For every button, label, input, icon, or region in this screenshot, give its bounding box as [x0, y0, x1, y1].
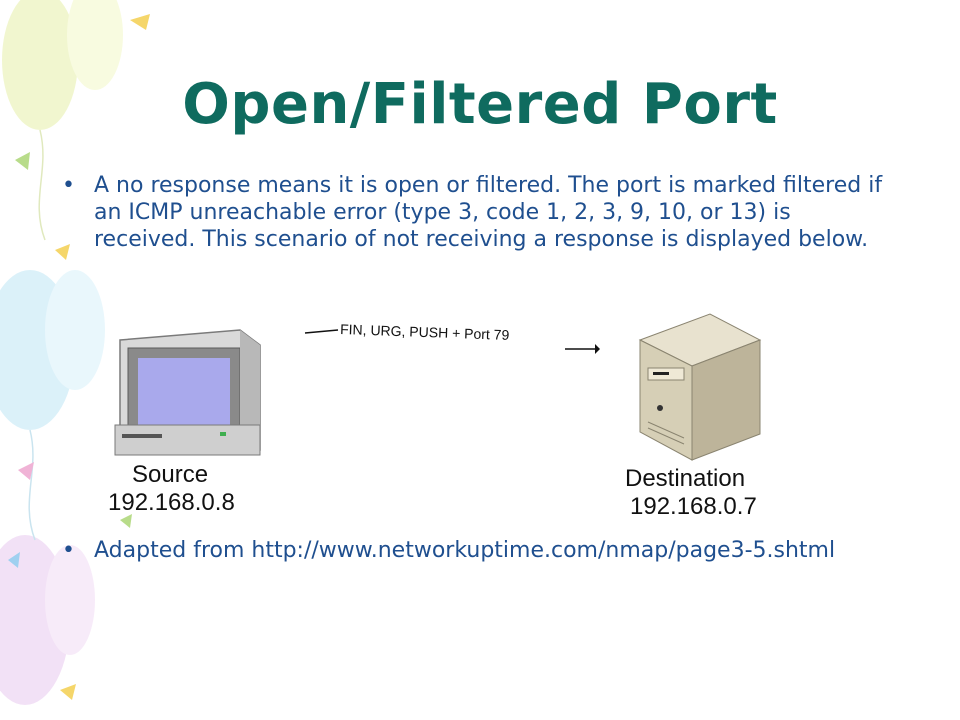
- arrow-label: FIN, URG, PUSH + Port 79: [340, 321, 510, 343]
- destination-ip: 192.168.0.7: [630, 493, 757, 520]
- network-diagram: Source 192.168.0.8 FIN, URG, PUSH + Port…: [108, 313, 762, 520]
- bullet-text: Adapted from http://www.networkuptime.co…: [94, 538, 836, 563]
- confetti-decoration: [8, 14, 150, 700]
- slide-title: Open/Filtered Port: [182, 72, 778, 137]
- computer-icon: [114, 329, 261, 456]
- destination-label: Destination: [625, 465, 745, 492]
- source-label: Source: [132, 461, 208, 488]
- balloon-decoration: [0, 0, 123, 705]
- source-ip: 192.168.0.8: [108, 489, 235, 516]
- bullet-marker: •: [62, 173, 75, 198]
- bullet-marker: •: [62, 538, 75, 563]
- server-icon: [638, 313, 762, 461]
- bullet-text: A no response means it is open or filter…: [94, 173, 883, 252]
- arrow-icon: [304, 329, 600, 354]
